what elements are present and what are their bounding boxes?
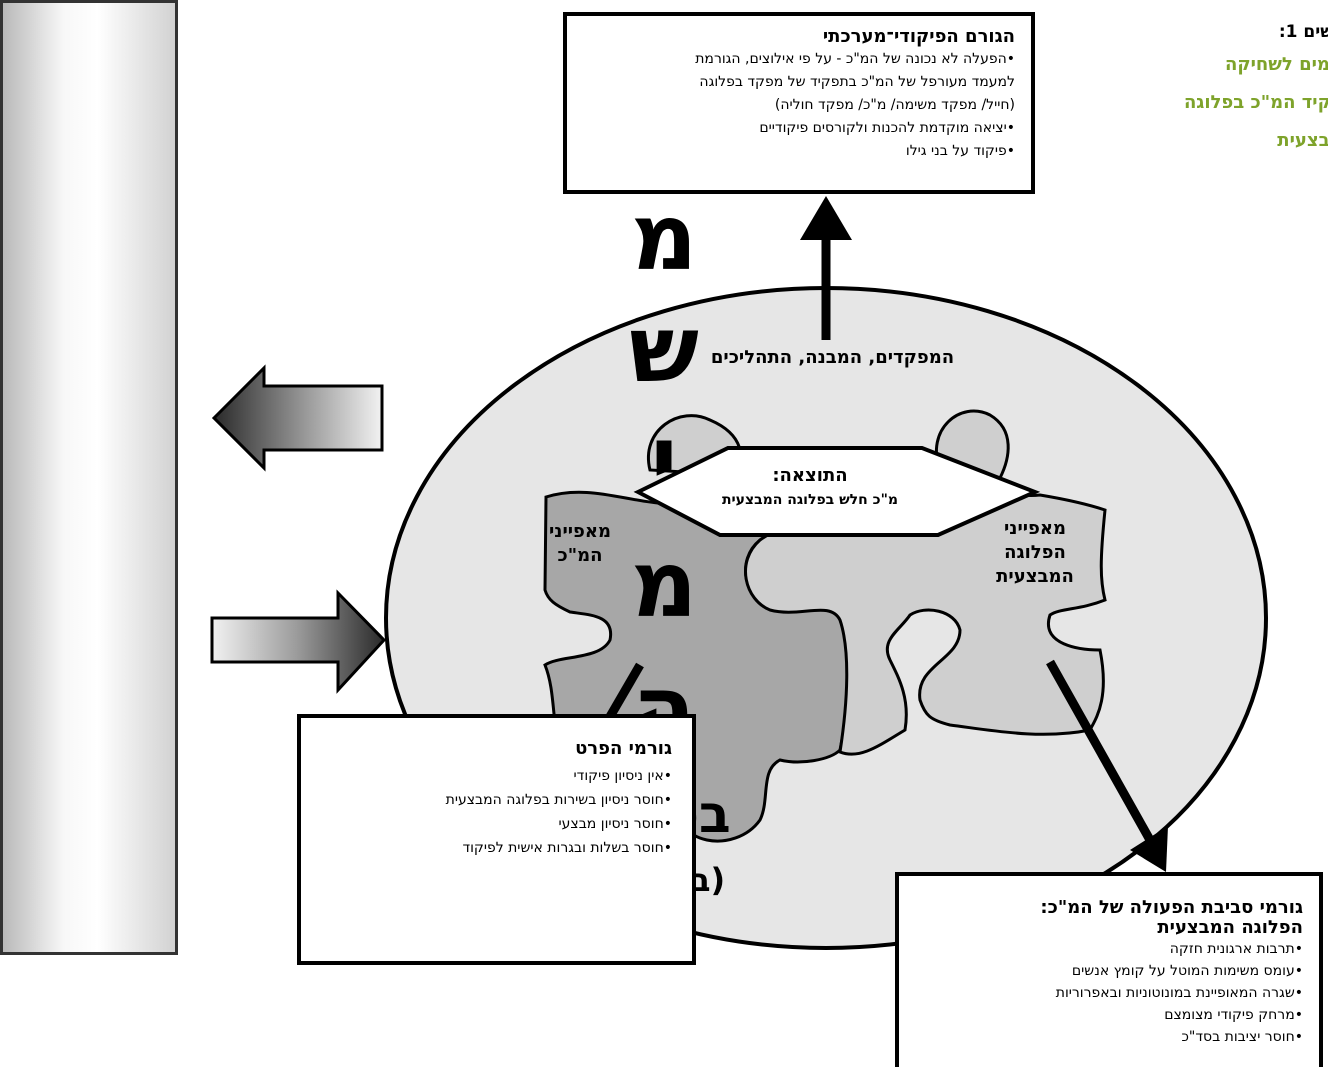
list-item: מרחק פיקודי מצומצם [907,1004,1303,1026]
block-arrow-left [211,364,384,472]
list-item: חוסר בשלות ובגרות אישית לפיקוד [311,836,672,860]
list-item: תרבות ארגונית חזקה [907,938,1303,960]
figure-title-line-2: תפקיד המ"כ בפלוגה [1183,92,1328,113]
list-item: חוסר ניסיון מבצעי [311,812,672,836]
company-label-line-2: הפלוגה [1004,542,1066,563]
list-item: למעמד מעורפל של המ"כ בתפקיד של מפקד בפלו… [699,74,1015,90]
commander-label-line-1: מאפייני [548,521,612,542]
structure-label: המפקדים, המבנה, התהליכים [710,347,955,368]
environment-factors-title-1: גורמי סביבת הפעולה של המ"כ: [1040,897,1303,918]
result-text: מ"כ חלש בפלוגה המבצעית [721,492,898,508]
list-item: עומס משימות המוטל על קומץ אנשים [907,960,1303,982]
block-arrow-right [210,589,387,694]
command-factor-box: הגורם הפיקודי־מערכתי הפעלה לא נכונה של ה… [563,12,1035,194]
panel-letter-5: מ [630,531,698,638]
list-item: יציאה מוקדמת להכנות ולקורסים פיקודיים [577,117,1015,140]
figure-title-line-1: גורמים לשחיקה [1224,54,1328,75]
figure-caption: תרשים 1: גורמים לשחיקה תפקיד המ"כ בפלוגה… [1095,18,1328,160]
left-panel: ה מ ש י מ ה בט"ש (בעיקר) [0,0,731,955]
command-factor-list: הפעלה לא נכונה של המ"כ - על פי אילוצים, … [577,48,1015,163]
commander-label-line-2: המ"כ [557,545,603,566]
list-item: הפעלה לא נכונה של המ"כ - על פי אילוצים, … [577,48,1015,71]
individual-factors-title: גורמי הפרט [575,738,672,759]
panel-letter-2: מ [630,184,698,291]
result-diamond [633,446,1041,537]
commander-piece-label: מאפייני המ"כ [515,520,645,568]
environment-factors-list: תרבות ארגונית חזקה עומס משימות המוטל על … [907,938,1303,1048]
result-title: התוצאה: [772,465,848,486]
company-piece-label: מאפייני הפלוגה המבצעית [940,517,1130,589]
panel-letter-3: ש [629,296,699,403]
figure-label: תרשים 1: [1278,22,1328,42]
command-factor-title: הגורם הפיקודי־מערכתי [822,26,1015,47]
figure-title-line-3: המבצעית [1277,130,1328,151]
individual-factors-box: גורמי הפרט אין ניסיון פיקודי חוסר ניסיון… [297,714,696,965]
company-label-line-1: מאפייני [1003,518,1067,539]
list-item: (חייל/ מפקד משימה/ מ"כ/ מפקד חוליה) [774,97,1015,113]
list-item: חוסר יציבות בסד"כ [907,1026,1303,1048]
list-item: אין ניסיון פיקודי [311,764,672,788]
panel-letter-4: י [650,406,678,513]
list-item: חוסר ניסיון בשירות בפלוגה המבצעית [311,788,672,812]
company-label-line-3: המבצעית [996,566,1074,587]
individual-factors-list: אין ניסיון פיקודי חוסר ניסיון בשירות בפל… [311,764,672,860]
list-item: שגרה המאופיינת במונוטוניות ובאפרוריות [907,982,1303,1004]
arrow-down-right [1046,659,1168,872]
list-item: פיקוד על בני גילו [577,140,1015,163]
arrow-up [800,196,852,340]
environment-factors-box: גורמי סביבת הפעולה של המ"כ: הפלוגה המבצע… [895,872,1323,1067]
environment-factors-title-2: הפלוגה המבצעית [1157,917,1303,938]
